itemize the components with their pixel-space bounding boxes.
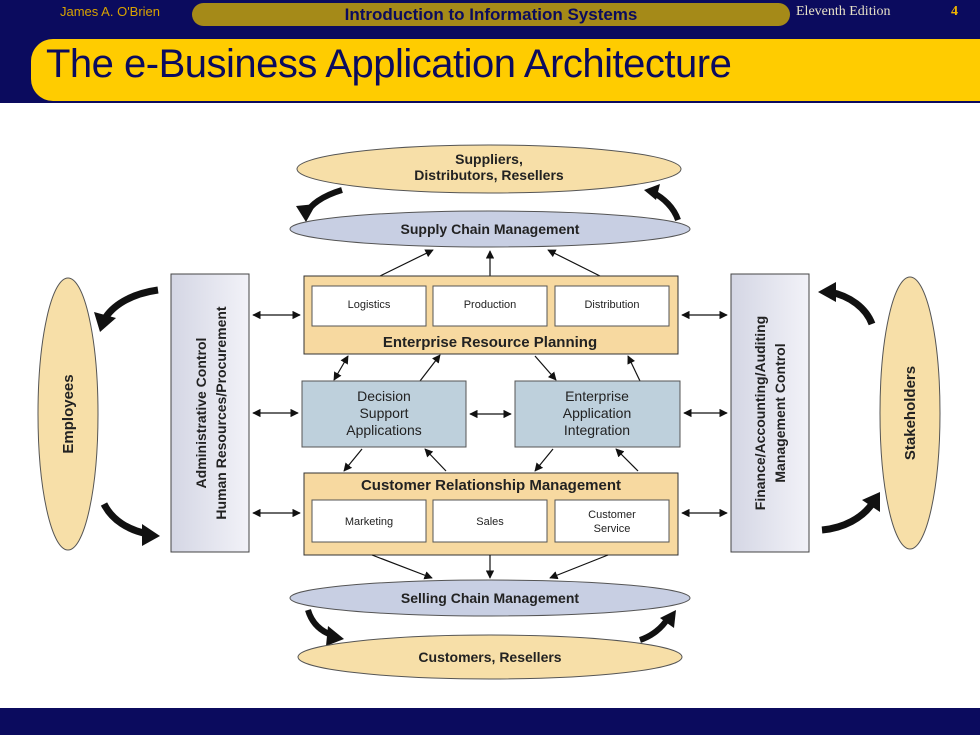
stakeholders-oval: Stakeholders	[879, 276, 941, 550]
panel-to-employees-arrow	[100, 286, 159, 322]
suppliers-label-2: Distributors, Resellers	[414, 167, 564, 183]
customers-to-selling-arrow	[638, 616, 671, 643]
erp-title: Enterprise Resource Planning	[383, 334, 597, 351]
suppliers-oval: Suppliers, Distributors, Resellers	[296, 144, 682, 194]
book-title: Introduction to Information Systems	[192, 3, 790, 26]
finance-control-panel: Finance/Accounting/Auditing Management C…	[730, 273, 810, 553]
slide-title: The e-Business Application Architecture	[46, 42, 732, 86]
eai-label-3: Integration	[564, 422, 630, 438]
crm-title: Customer Relationship Management	[361, 477, 621, 494]
selling-chain-label: Selling Chain Management	[401, 590, 579, 606]
distribution-label: Distribution	[584, 299, 639, 311]
logistics-label: Logistics	[348, 299, 391, 311]
dss-label-2: Support	[359, 405, 408, 421]
marketing-module	[311, 499, 427, 543]
supply-chain-oval: Supply Chain Management	[289, 210, 691, 248]
stakeholders-label: Stakeholders	[902, 366, 919, 460]
production-module	[432, 285, 548, 327]
sales-module	[432, 499, 548, 543]
customer-service-label-1: Customer	[588, 509, 636, 521]
customers-label: Customers, Resellers	[418, 649, 561, 665]
eai-label-2: Application	[563, 405, 632, 421]
hr-procurement-label: Human Resources/Procurement	[213, 306, 229, 520]
supply-chain-label: Supply Chain Management	[401, 221, 580, 237]
suppliers-label-1: Suppliers,	[455, 151, 523, 167]
sales-label: Sales	[476, 516, 504, 528]
panel-to-stakeholders-arrow	[821, 501, 875, 534]
author-name: James A. O'Brien	[60, 4, 161, 19]
dss-label-3: Applications	[346, 422, 422, 438]
admin-control-label: Administrative Control	[193, 338, 209, 489]
employees-oval: Employees	[37, 277, 99, 551]
management-control-label: Management Control	[772, 343, 788, 482]
footer-bar	[0, 708, 980, 735]
page-number: 4	[951, 4, 958, 19]
distribution-module	[554, 285, 670, 327]
crm-box: Customer Relationship Management Marketi…	[303, 472, 679, 556]
erp-box: Logistics Production Distribution Enterp…	[303, 275, 679, 355]
eai-label-1: Enterprise	[565, 388, 629, 404]
finance-accounting-label: Finance/Accounting/Auditing	[752, 316, 768, 510]
logistics-module	[311, 285, 427, 327]
admin-control-panel: Administrative Control Human Resources/P…	[170, 273, 250, 553]
employees-label: Employees	[60, 374, 77, 453]
customer-service-label-2: Service	[594, 523, 631, 535]
dss-box: Decision Support Applications	[301, 380, 467, 448]
dss-label-1: Decision	[357, 388, 411, 404]
edition-label: Eleventh Edition	[796, 4, 891, 19]
employees-to-panel-arrow	[100, 502, 149, 538]
eai-box: Enterprise Application Integration	[514, 380, 681, 448]
customer-service-module	[554, 499, 670, 543]
production-label: Production	[464, 299, 517, 311]
selling-chain-oval: Selling Chain Management	[289, 579, 691, 617]
stakeholders-to-panel-arrow	[829, 288, 876, 326]
title-bar	[31, 39, 980, 101]
customers-oval: Customers, Resellers	[297, 634, 683, 680]
marketing-label: Marketing	[345, 516, 393, 528]
